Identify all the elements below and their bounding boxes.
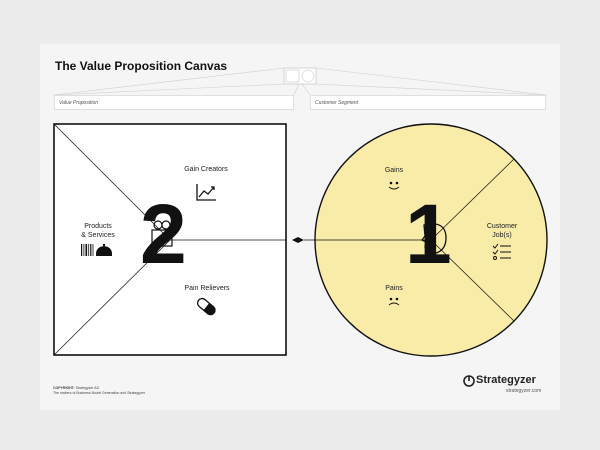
customer-segment-label: Customer Segment (310, 95, 546, 110)
brand-name: Strategyzer (476, 374, 536, 386)
brand-url[interactable]: strategyzer.com (506, 388, 542, 394)
barcode-icon (81, 244, 94, 256)
strategyzer-logo-icon (463, 375, 475, 387)
frown-icon (388, 297, 400, 306)
page-title: The Value Proposition Canvas (55, 59, 228, 73)
value-proposition-label: Value Proposition (54, 95, 294, 110)
value-map-number: 2 (140, 187, 187, 281)
products-services-line1: Products (84, 223, 112, 230)
pain-relievers-label: Pain Relievers (184, 285, 230, 292)
checklist-icon (492, 243, 511, 260)
copyright-holder: Strategyzer AG (75, 386, 100, 390)
value-map-square (53, 123, 287, 356)
gain-creators-label: Gain Creators (184, 166, 228, 173)
smiley-icon (388, 181, 400, 190)
service-bell-icon (96, 243, 112, 256)
customer-jobs-label: Customer Job(s) (477, 222, 527, 240)
products-services-line2: & Services (81, 232, 115, 239)
customer-profile-circle (314, 123, 548, 357)
thumbnail-icon (283, 67, 317, 85)
footer-copyright: COPYRIGHT: Strategyzer AG The makers of … (53, 386, 145, 396)
perspective-lines (53, 67, 547, 96)
products-services-label: Products & Services (68, 222, 128, 240)
copyright-prefix: COPYRIGHT: (53, 386, 75, 390)
customer-head-icon (421, 223, 447, 255)
customer-profile-number: 1 (405, 187, 452, 281)
pill-icon (196, 297, 216, 316)
gift-box-icon (151, 220, 173, 247)
copyright-note: The makers of Business Model Generation … (53, 391, 146, 395)
gains-label: Gains (384, 167, 404, 174)
growth-chart-icon (196, 184, 216, 201)
customer-jobs-line1: Customer (486, 223, 518, 230)
customer-jobs-line2: Job(s) (492, 232, 512, 239)
pains-label: Pains (385, 285, 403, 292)
